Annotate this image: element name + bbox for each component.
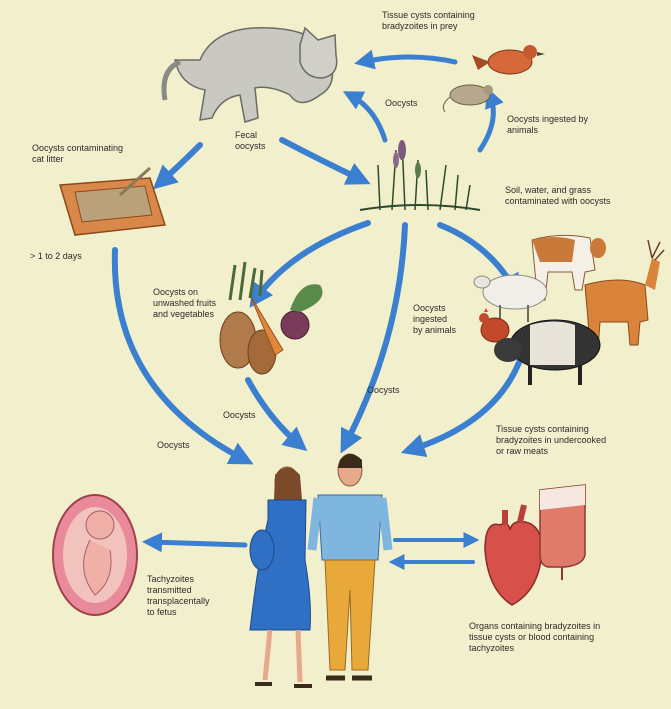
arrow-soil-to-humans xyxy=(345,225,405,445)
label-oocysts-left-mid: Oocysts xyxy=(223,410,256,421)
arrow-soil-to-cat xyxy=(350,95,385,140)
label-soil-water-grass: Soil, water, and grass contaminated with… xyxy=(505,185,611,207)
bird-illustration xyxy=(472,45,545,74)
label-oocysts-fruits: Oocysts on unwashed fruits and vegetable… xyxy=(153,287,216,320)
man-illustration xyxy=(312,454,388,678)
pregnant-woman-illustration xyxy=(250,467,312,686)
label-tachyzoites-fetus: Tachyzoites transmitted transplacentally… xyxy=(147,574,210,618)
litter-box-illustration xyxy=(60,168,165,235)
mouse-illustration xyxy=(443,85,493,112)
label-fecal-oocysts: Fecal oocysts xyxy=(235,130,266,152)
label-oocysts-mid: Oocysts xyxy=(385,98,418,109)
label-oocysts-left: Oocysts xyxy=(157,440,190,451)
label-days: > 1 to 2 days xyxy=(30,251,82,262)
arrow-cat-to-soil xyxy=(282,140,362,180)
chicken-illustration xyxy=(479,308,509,342)
label-oocysts-ingested-animals-mid: Oocysts ingested by animals xyxy=(413,303,456,336)
label-oocysts-center: Oocysts xyxy=(367,385,400,396)
label-oocysts-ingested-animals-top: Oocysts ingested by animals xyxy=(507,114,588,136)
arrow-humans-to-fetus xyxy=(150,542,245,545)
blood-bag-illustration xyxy=(540,485,585,580)
heart-organ-illustration xyxy=(485,505,542,605)
arrow-prey-to-cat xyxy=(362,57,455,62)
label-oocysts-cat-litter: Oocysts contaminating cat litter xyxy=(32,143,123,165)
cat-illustration xyxy=(164,28,337,122)
fetus-illustration xyxy=(53,495,137,615)
arrow-cat-to-litter xyxy=(160,145,200,183)
grass-plants-illustration xyxy=(360,140,480,210)
label-organs-blood: Organs containing bradyzoites in tissue … xyxy=(469,621,600,654)
label-tissue-cysts-meats: Tissue cysts containing bradyzoites in u… xyxy=(496,424,606,457)
label-tissue-cysts-prey: Tissue cysts containing bradyzoites in p… xyxy=(382,10,475,32)
